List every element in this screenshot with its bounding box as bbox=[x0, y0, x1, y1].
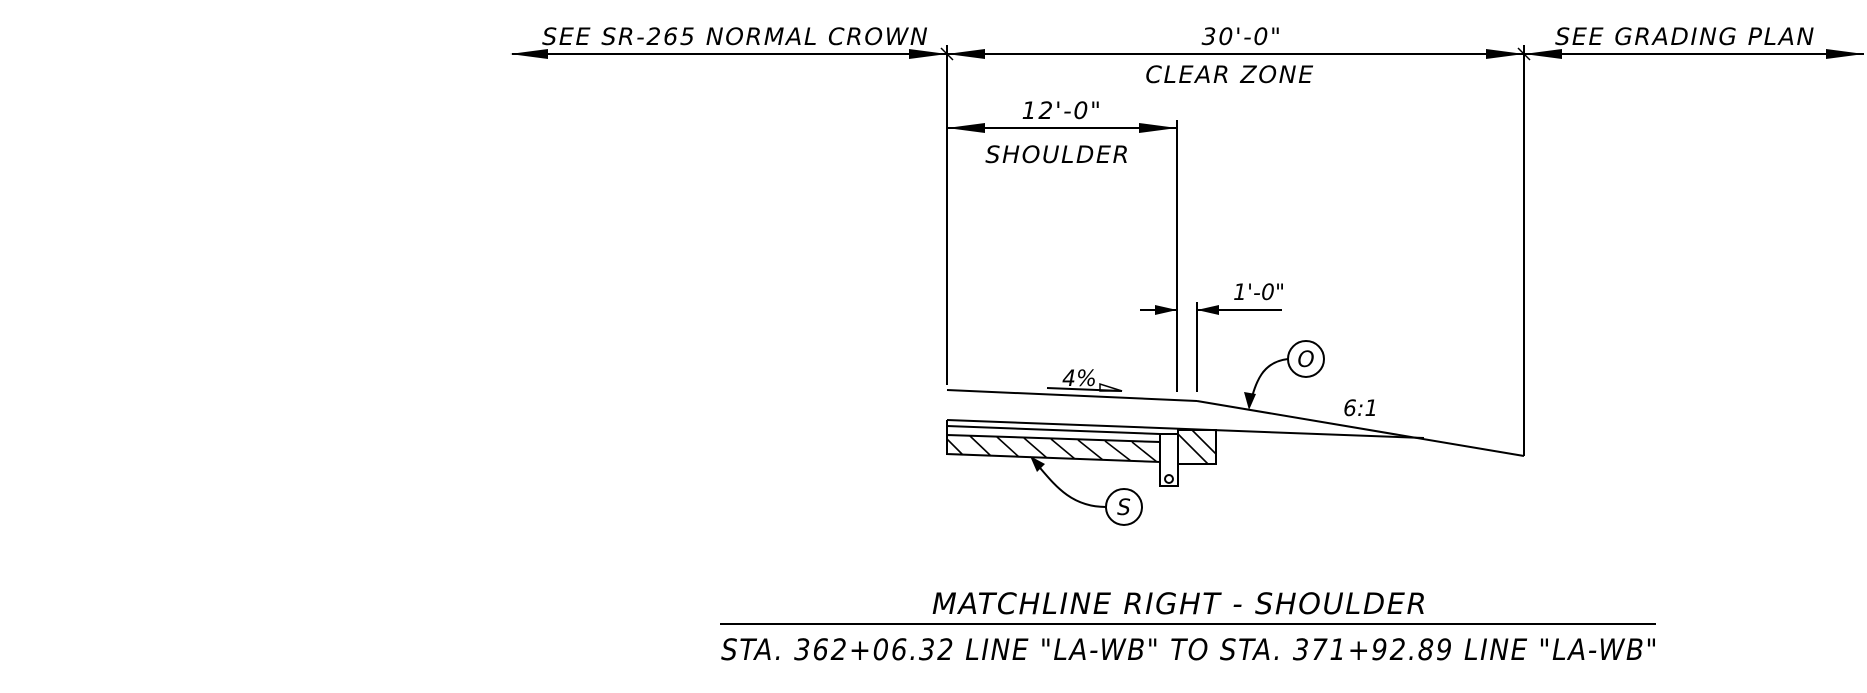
shoulder-edge-block-hatching bbox=[1177, 429, 1217, 465]
arrowhead-clear-zone-right bbox=[1486, 49, 1524, 59]
side-slope-label: 6:1 bbox=[1343, 397, 1378, 422]
tick-mark-left bbox=[940, 47, 954, 61]
arrowhead-clear-zone-left bbox=[947, 49, 985, 59]
callout-s-label: S bbox=[1117, 496, 1131, 521]
arrowhead-right-reference-outer bbox=[1826, 49, 1864, 59]
arrowhead-left-reference-inner bbox=[909, 49, 947, 59]
clear-zone-dimension: 30'-0" bbox=[1201, 23, 1282, 51]
shoulder-label: SHOULDER bbox=[985, 141, 1130, 169]
clear-zone-label: CLEAR ZONE bbox=[1145, 61, 1314, 89]
right-reference-label: SEE GRADING PLAN bbox=[1555, 23, 1816, 51]
underdrain-trench bbox=[1159, 433, 1179, 487]
arrowhead-shoulder-right bbox=[1139, 123, 1177, 133]
callout-o-arrowhead bbox=[1244, 392, 1256, 410]
pavement-layer-line-2 bbox=[946, 425, 1161, 435]
arrowhead-shoulder-left bbox=[947, 123, 985, 133]
section-title: MATCHLINE RIGHT - SHOULDER bbox=[932, 587, 1428, 621]
callout-s-leader bbox=[1034, 461, 1107, 508]
arrowhead-left-reference-outer bbox=[510, 49, 548, 59]
shoulder-dimension: 12'-0" bbox=[1021, 97, 1102, 125]
shoulder-slope-label: 4% bbox=[1062, 367, 1097, 392]
callout-s-arrowhead bbox=[1030, 456, 1045, 472]
arrowhead-offset-left bbox=[1155, 305, 1177, 315]
tick-mark-right bbox=[1517, 47, 1531, 61]
arrowhead-right-reference-inner bbox=[1524, 49, 1562, 59]
shoulder-edge-block bbox=[1177, 429, 1217, 465]
offset-dimension: 1'-0" bbox=[1233, 281, 1285, 306]
shoulder-surface-line bbox=[946, 389, 1198, 402]
left-reference-label: SEE SR-265 NORMAL CROWN bbox=[542, 23, 929, 51]
callout-o-leader bbox=[1249, 358, 1289, 405]
slope-arrowhead bbox=[1099, 382, 1123, 392]
underdrain-pipe bbox=[1164, 474, 1174, 484]
base-course-hatching bbox=[946, 435, 1158, 463]
side-slope-line bbox=[1196, 400, 1525, 457]
callout-o-label: O bbox=[1297, 348, 1314, 373]
station-range: STA. 362+06.32 LINE "LA-WB" TO STA. 371+… bbox=[721, 633, 1659, 667]
arrowhead-offset-right bbox=[1197, 305, 1219, 315]
